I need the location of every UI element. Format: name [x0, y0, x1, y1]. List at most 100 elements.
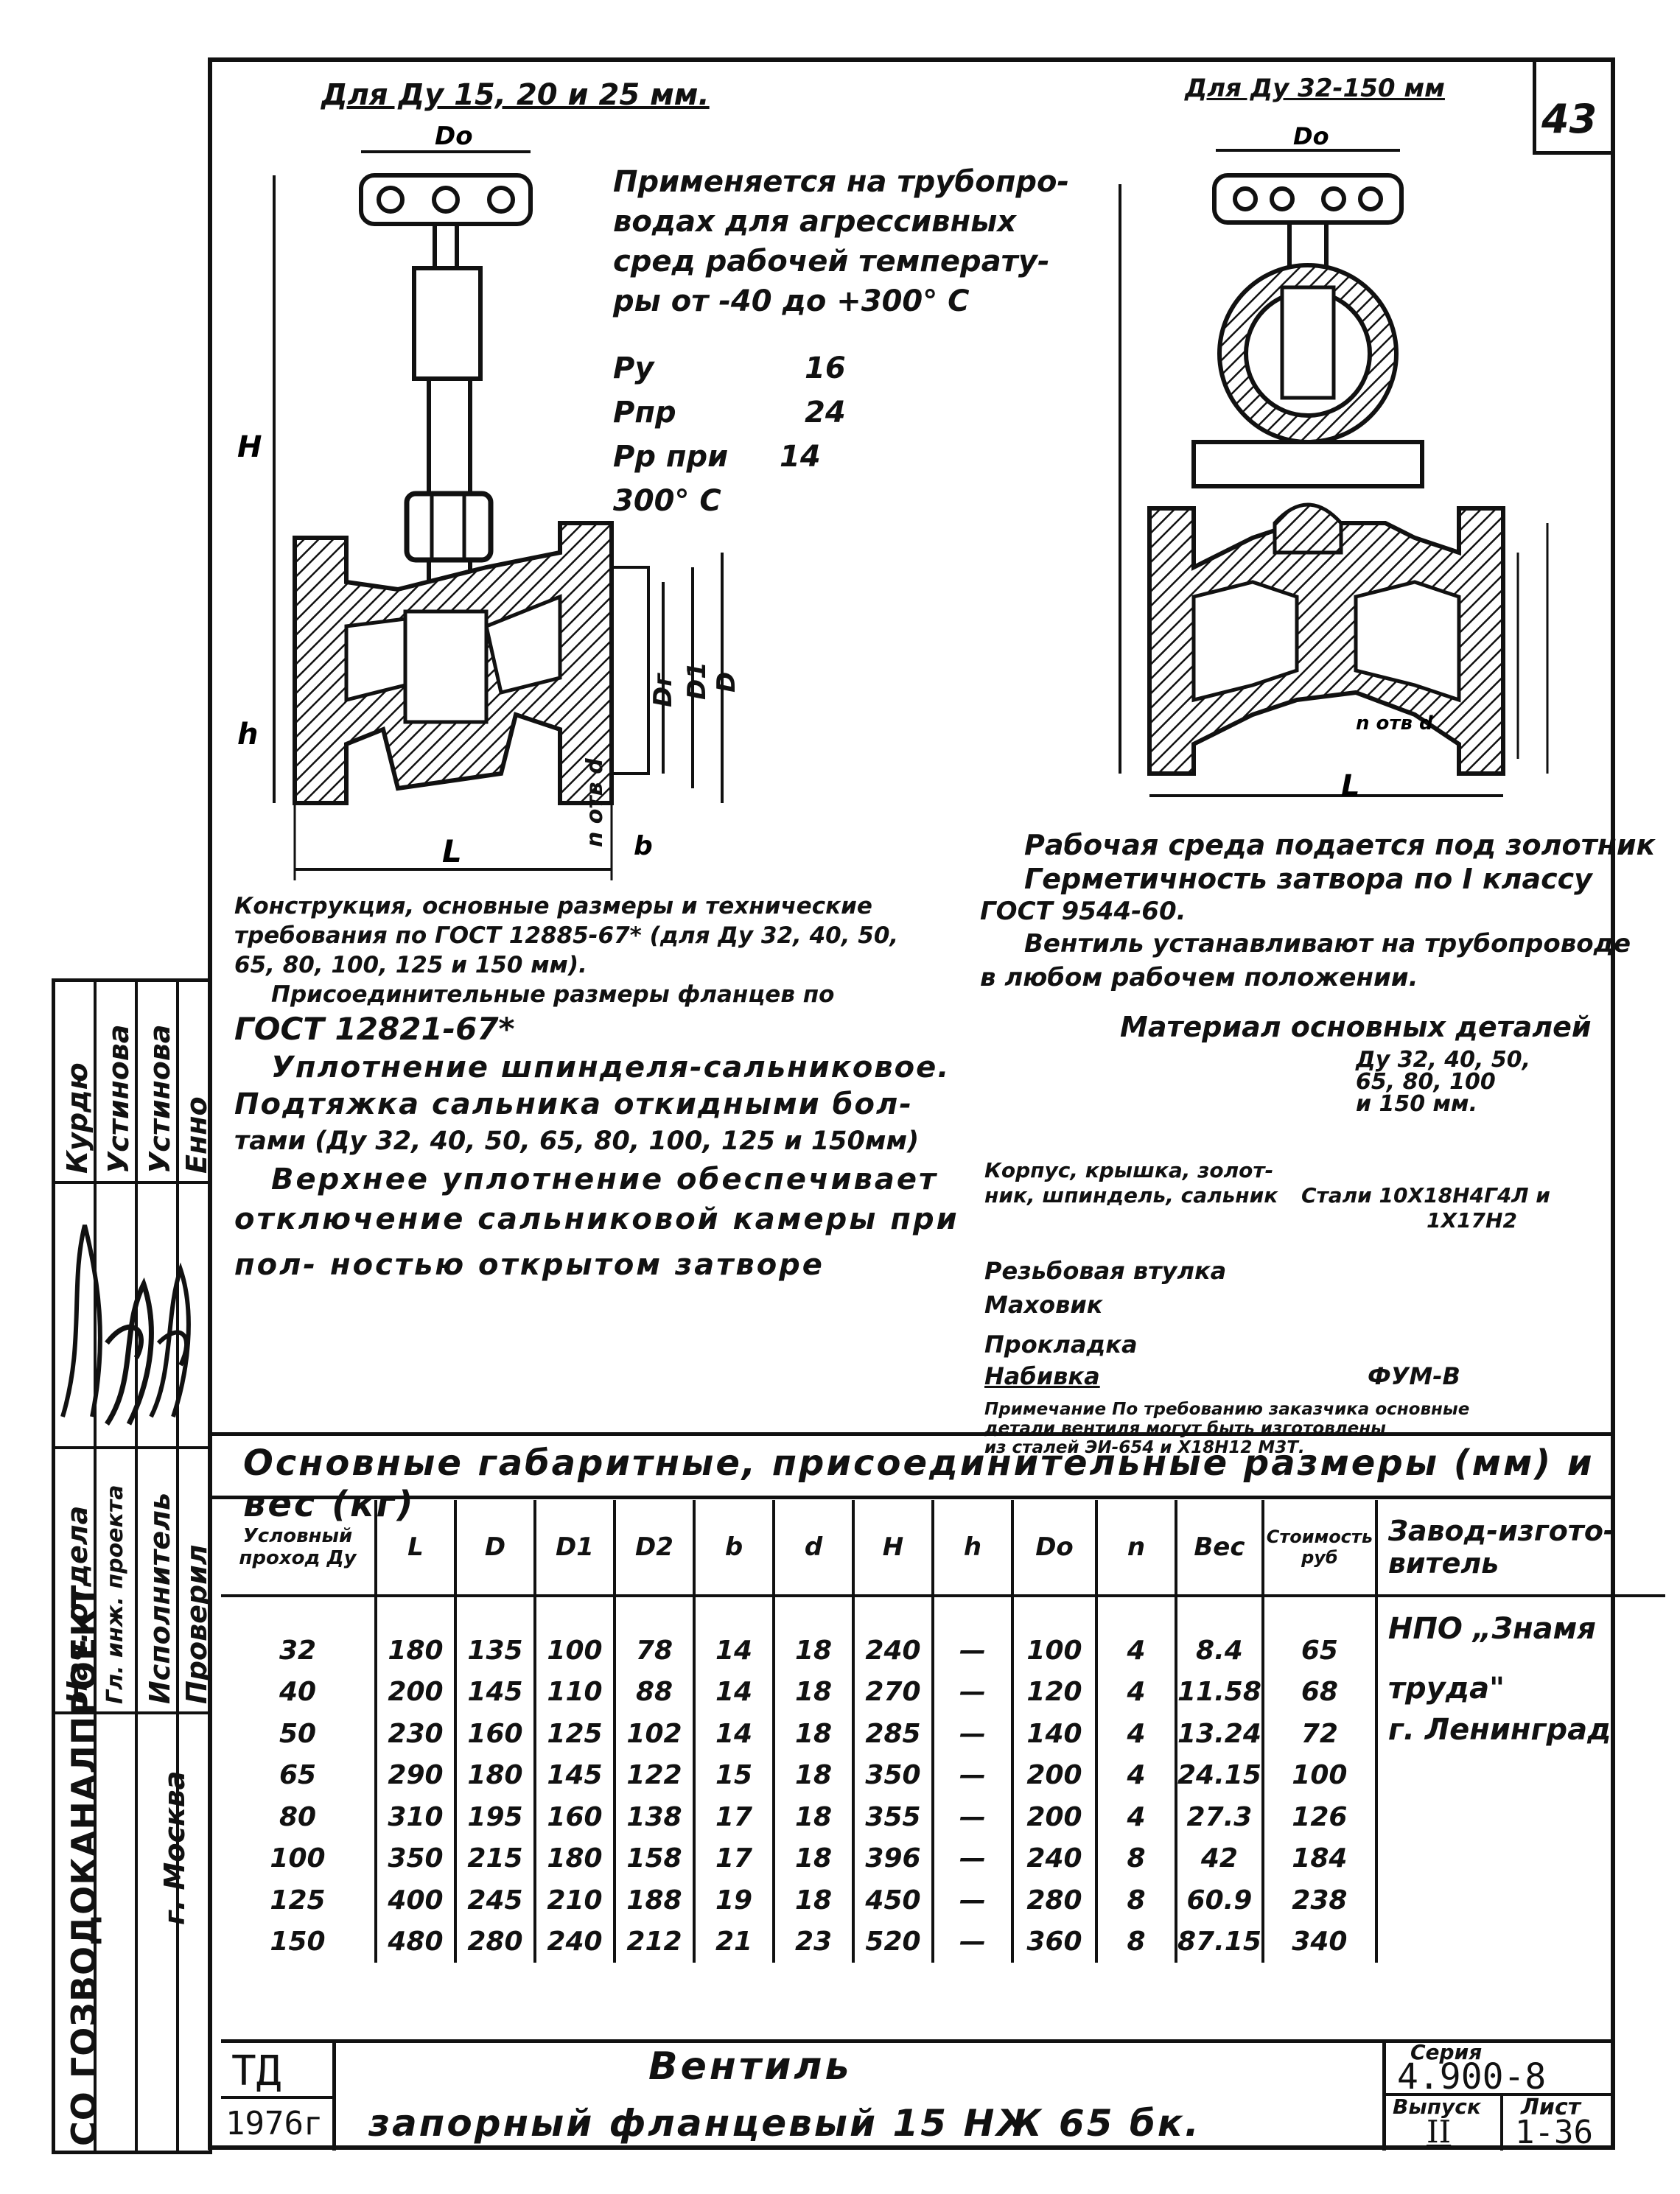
table-cell: 160	[533, 1796, 615, 1838]
pressure-label: Py	[613, 351, 654, 385]
title-block: ТД 1976г Вентиль запорный фланцевый 15 Н…	[221, 2039, 1611, 2151]
sidebar-name: Устинова	[102, 1024, 135, 1174]
right-valve-drawing: Dо L n отв d	[1119, 122, 1549, 803]
right-dim-L-label: L	[1341, 769, 1360, 803]
note-line: Вентиль устанавливают на трубопроводе	[1024, 929, 1631, 958]
table-header-cell: L	[374, 1500, 455, 1597]
table-cell: 21	[693, 1921, 774, 1963]
table-cell: 200	[1011, 1796, 1096, 1838]
table-header-cell: D1	[533, 1500, 615, 1597]
sidebar-org: СО ГОЗВОДОКАНАЛПРОЕКТ	[64, 1584, 104, 2146]
table-cell: 100	[1261, 1754, 1376, 1796]
table-cell: 18	[772, 1837, 853, 1879]
table-cell: 280	[1011, 1879, 1096, 1921]
table-cell: 4	[1095, 1713, 1176, 1755]
table-cell: 200	[1011, 1754, 1096, 1796]
table-cell: 50	[279, 1718, 317, 1749]
note-line: 65, 80, 100, 125 и 150 мм).	[234, 952, 587, 978]
issue-label: Выпуск	[1393, 2095, 1481, 2119]
table-cell: 65	[1261, 1596, 1376, 1672]
issue-value: II	[1427, 2114, 1452, 2150]
note-line: Герметичность затвора по I классу	[1024, 863, 1592, 895]
table-cell: 88	[613, 1671, 694, 1713]
size-note-line: и 150 мм.	[1356, 1091, 1477, 1117]
table-cell: 13.24	[1175, 1713, 1263, 1755]
table-header-cell: D	[454, 1500, 535, 1597]
table-cell: 280	[454, 1921, 535, 1963]
manufacturer-cell	[1374, 1921, 1665, 1963]
table-cell: 520	[852, 1921, 933, 1963]
table-cell: 125	[533, 1713, 615, 1755]
table-cell: 270	[852, 1671, 933, 1713]
materials-list: Корпус, крышка, золот- ник, шпиндель, са…	[984, 1158, 1559, 1391]
note-line: требования по ГОСТ 12885-67* (для Ду 32,…	[234, 922, 899, 949]
note-line: тами (Ду 32, 40, 50, 65, 80, 100, 125 и …	[234, 1126, 920, 1156]
material-value: 1Х17Н2	[1427, 1208, 1517, 1233]
sidebar-role: Проверил	[181, 1544, 213, 1704]
dim-H-label: H	[237, 430, 262, 464]
table-cell: 238	[1261, 1879, 1376, 1921]
table-cell: 100	[270, 1843, 326, 1874]
table-cell: 285	[852, 1713, 933, 1755]
note-line: отключение сальниковой камеры при	[234, 1202, 959, 1236]
table-cell: —	[931, 1671, 1012, 1713]
dim-b-label: b	[634, 831, 653, 861]
table-cell: 110	[533, 1671, 615, 1713]
year-label: 1976г	[225, 2105, 323, 2142]
table-cell: 27.3	[1175, 1796, 1263, 1838]
table-cell: 210	[533, 1879, 615, 1921]
sidebar-col	[97, 982, 138, 2151]
signatures	[60, 1224, 191, 1426]
table-cell: 180	[374, 1596, 455, 1672]
table-header-cell: Вес	[1175, 1500, 1263, 1597]
table-cell: 78	[613, 1596, 694, 1672]
table-cell: 120	[1011, 1671, 1096, 1713]
table-cell: 17	[693, 1796, 774, 1838]
table-cell: 23	[772, 1921, 853, 1963]
table-cell: 215	[454, 1837, 535, 1879]
table-cell: 200	[374, 1671, 455, 1713]
material-part: Прокладка	[984, 1331, 1138, 1359]
table-cell: 40	[279, 1677, 317, 1708]
table-top-rule	[212, 1432, 1615, 1436]
table-cell: 188	[613, 1879, 694, 1921]
material-row: Маховик	[984, 1288, 1559, 1322]
table-header-cell: n	[1095, 1500, 1176, 1597]
table-cell: 230	[374, 1713, 455, 1755]
table-cell: 400	[374, 1879, 455, 1921]
materials-size-note: Ду 32, 40, 50, 65, 80, 100 и 150 мм.	[1356, 1049, 1530, 1115]
sidebar-role: Гл. инж. проекта	[102, 1485, 128, 1704]
table-header-cell: b	[693, 1500, 774, 1597]
table-cell: 18	[772, 1754, 853, 1796]
material-part: Набивка	[984, 1362, 1100, 1390]
table-cell: 4	[1095, 1671, 1176, 1713]
table-header-cell: Условный проход Ду	[221, 1500, 376, 1597]
table-header-cell: h	[931, 1500, 1012, 1597]
table-cell: 180	[454, 1754, 535, 1796]
material-value: Стали 10Х18Н4Г4Л и	[1301, 1183, 1550, 1208]
table-cell: 240	[533, 1921, 615, 1963]
note-line: Рабочая среда подается под золотник	[1024, 829, 1656, 861]
table-cell: 18	[772, 1596, 853, 1672]
table-cell: 145	[454, 1671, 535, 1713]
approval-sidebar: Нач. отдела Гл. инж. проекта Исполнитель…	[52, 978, 213, 2154]
table-cell: 138	[613, 1796, 694, 1838]
pressure-value: 14	[780, 440, 821, 474]
table-header-cell: Завод-изгото-витель	[1374, 1500, 1665, 1597]
table-cell: —	[931, 1596, 1012, 1672]
table-cell: 240	[1011, 1837, 1096, 1879]
table-cell: 42	[1175, 1837, 1263, 1879]
manufacturer-cell	[1374, 1754, 1665, 1796]
table-cell: 245	[454, 1879, 535, 1921]
material-part: Маховик	[984, 1291, 1103, 1319]
application-line: сред рабочей температу-	[613, 245, 1050, 278]
table-cell: 184	[1261, 1837, 1376, 1879]
table-header-row: Условный проход Ду L D D1 D2 b d H h Dо …	[221, 1500, 1665, 1597]
